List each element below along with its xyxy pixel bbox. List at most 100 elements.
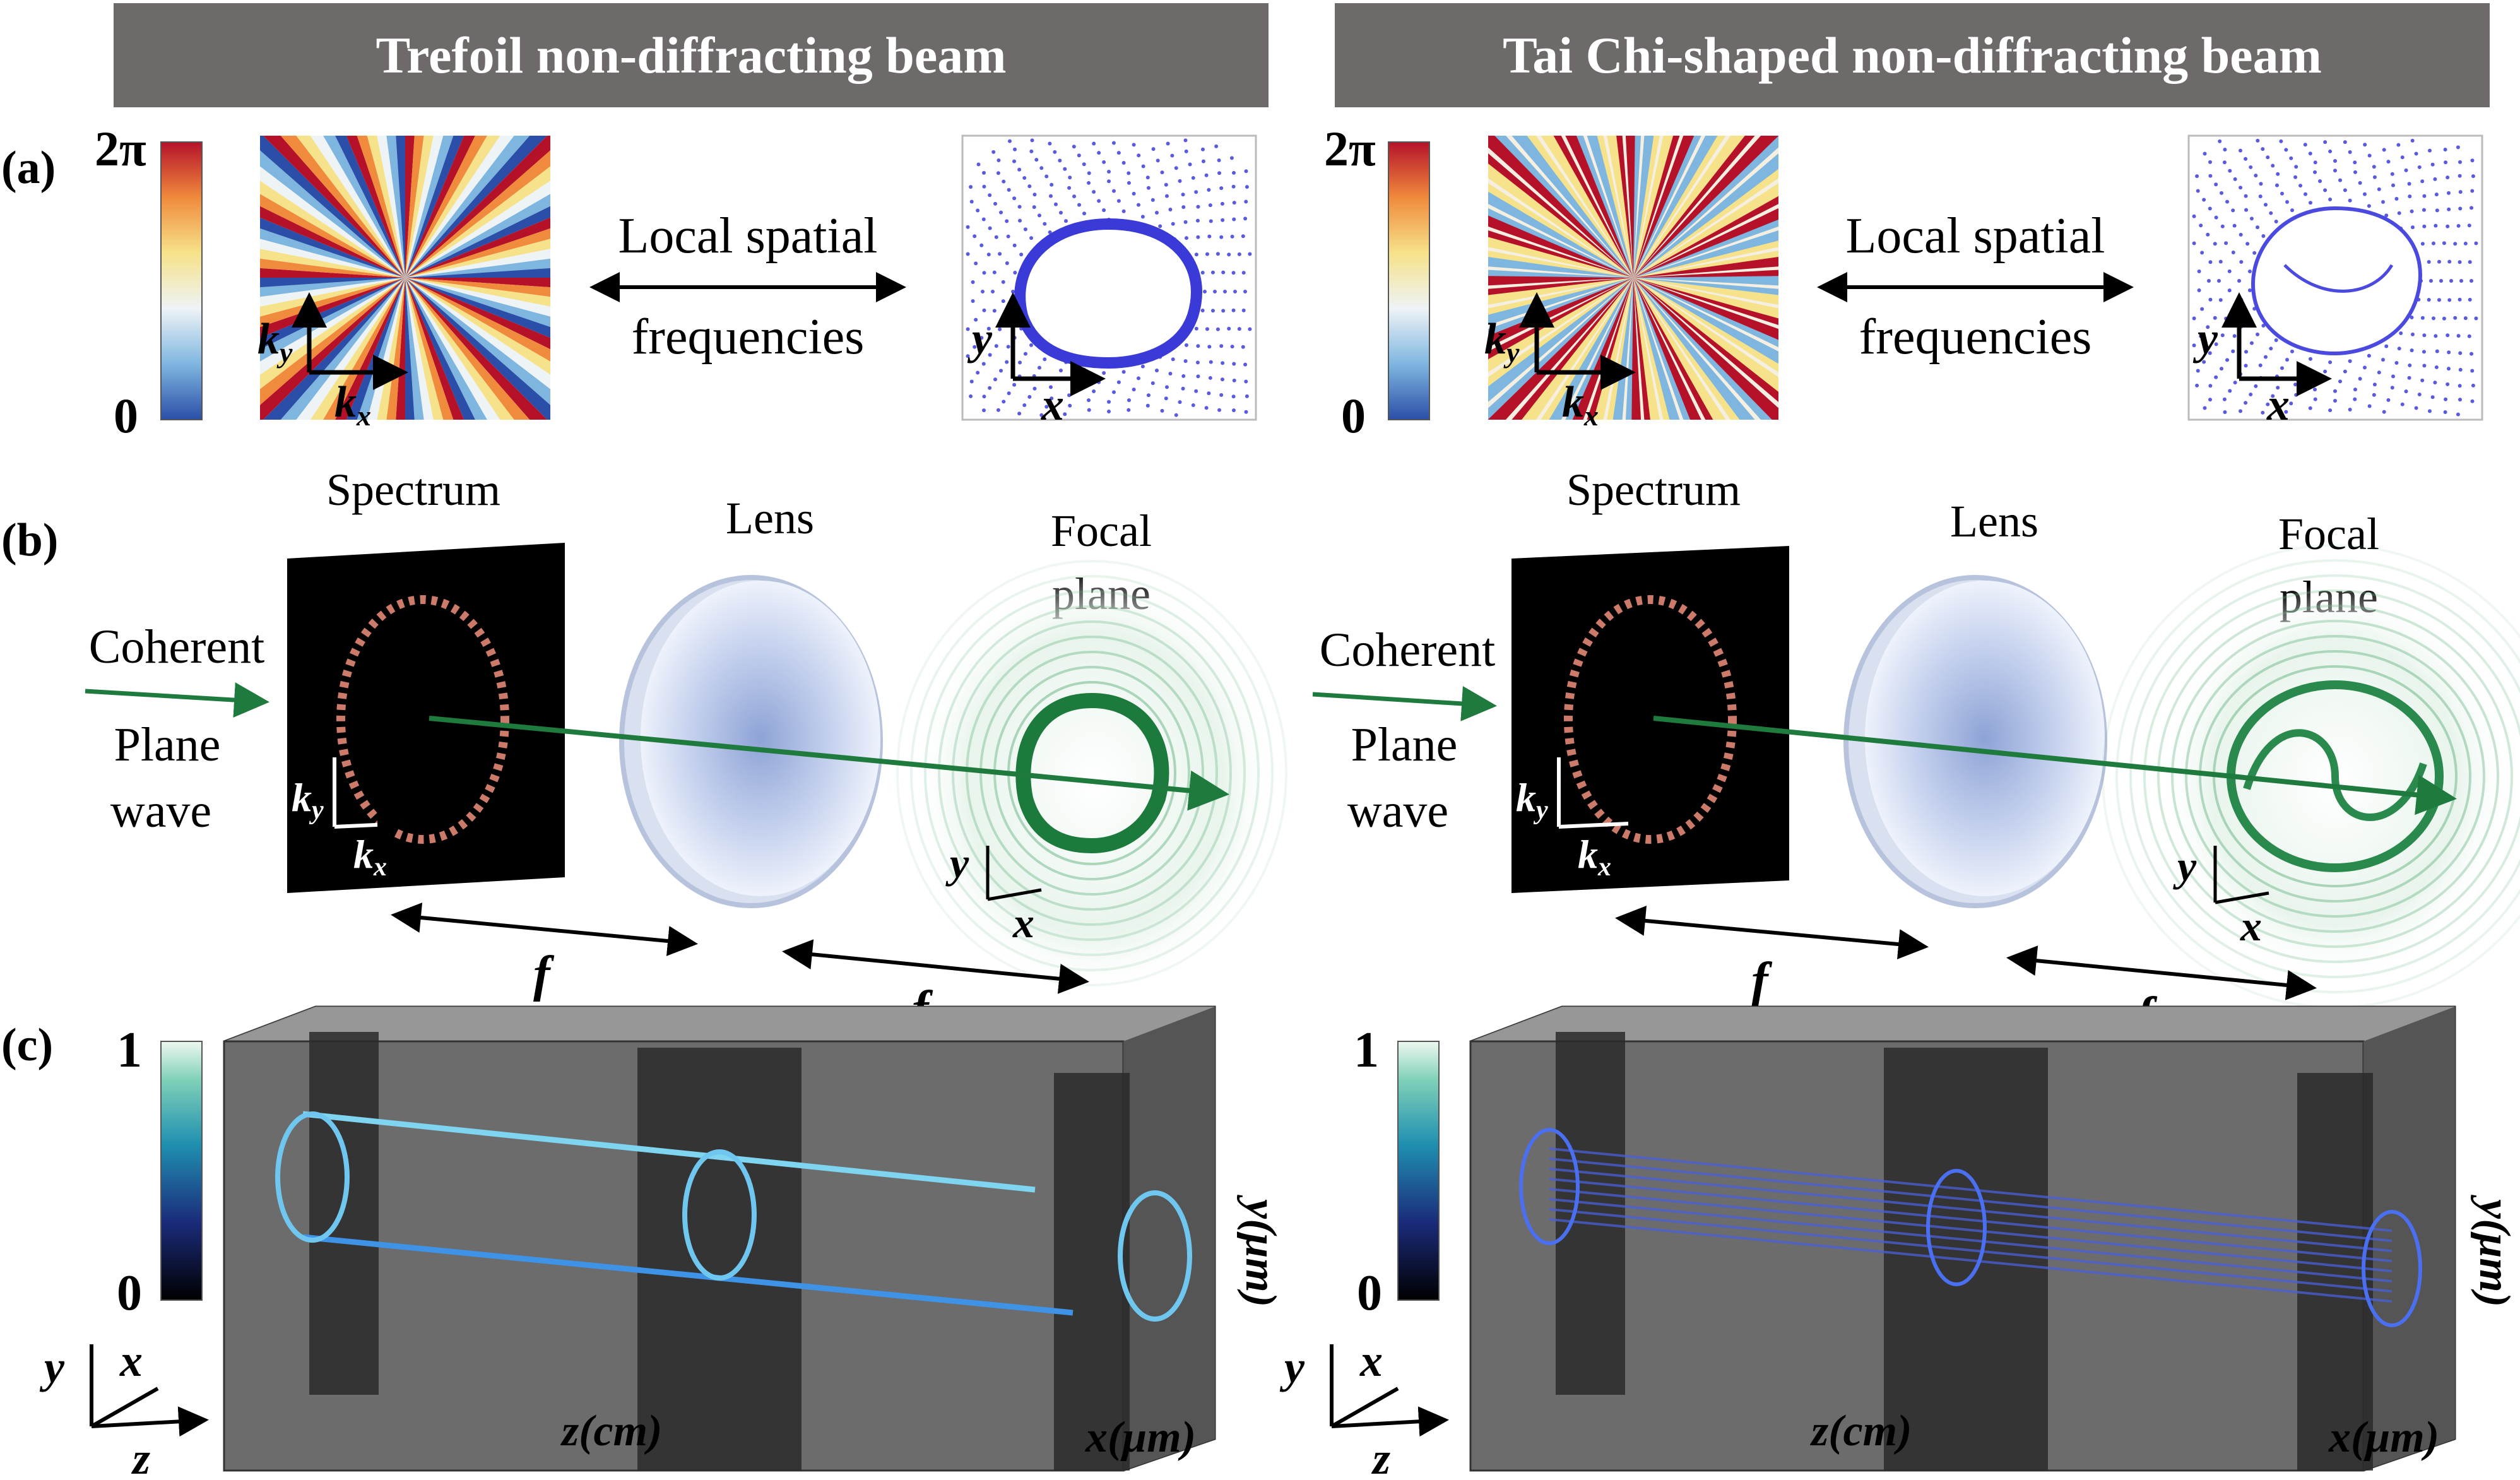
frequency-point [988, 386, 992, 390]
frequency-point [1032, 386, 1037, 391]
frequency-point [2290, 349, 2294, 353]
taichi-inner-curve [2283, 264, 2394, 293]
phase-spoke [1565, 136, 1633, 278]
y-axis-label: y [39, 1342, 65, 1392]
phase-spoke [405, 136, 424, 278]
frequency-point [1067, 186, 1072, 190]
frequency-point [2470, 279, 2473, 283]
focal-fringe [910, 575, 1274, 971]
phase-spoke [1625, 136, 1635, 278]
phase-spoke [260, 258, 405, 278]
frequency-point [2214, 182, 2218, 187]
frequency-point [973, 345, 977, 349]
frequency-point [1170, 153, 1174, 158]
focal-label-line1: Focal [1051, 506, 1152, 556]
frequency-point [1116, 199, 1121, 203]
z-cm-label: z(cm) [560, 1407, 662, 1455]
f-label-1: f [1751, 953, 1773, 1009]
frequency-point [2434, 334, 2438, 338]
frequency-point [2449, 279, 2453, 283]
frequency-point [1204, 173, 1209, 177]
spectrum-ring [1564, 595, 1737, 844]
input-beam-arrow [1312, 685, 1497, 721]
frequency-point [2239, 259, 2244, 264]
frequency-point [2208, 160, 2213, 164]
frequency-point [2420, 242, 2425, 246]
frequency-point [2247, 269, 2252, 274]
frequency-point [2420, 179, 2425, 184]
frequency-point [1208, 376, 1212, 380]
frequency-point [2443, 148, 2447, 152]
frequency-point [2233, 177, 2237, 181]
phase-spoke [377, 136, 405, 278]
phase-spoke [1488, 278, 1633, 420]
frequency-point [1184, 149, 1188, 153]
phase-spoke [1488, 276, 1633, 286]
frequency-point [1087, 408, 1091, 412]
frequency-point [2195, 383, 2199, 388]
frequency-point [2244, 350, 2249, 354]
phase-spoke [1633, 136, 1755, 278]
frequency-point [2192, 343, 2196, 348]
frequency-point [2279, 139, 2283, 143]
frequency-point [1012, 382, 1017, 387]
frequency-point [1007, 391, 1011, 396]
frequency-point [2381, 199, 2385, 204]
frequency-point [2353, 388, 2357, 392]
frequency-point [2259, 182, 2263, 186]
frequency-point [1064, 219, 1068, 223]
frequency-point [2372, 165, 2376, 169]
phase-map-right-axes: kx ky [1484, 292, 1636, 432]
frequency-point [1244, 379, 1248, 384]
slice-1 [309, 1032, 379, 1395]
frequency-point [1195, 218, 1200, 223]
phase-spoke [260, 136, 405, 278]
frequency-point [1127, 398, 1131, 403]
focal-fringe [2171, 620, 2499, 933]
propagation-box-left: z(cm) x(μm) y(μm) [223, 1005, 1285, 1472]
frequency-point [2261, 410, 2265, 415]
frequency-point [2390, 172, 2394, 176]
frequency-point [966, 252, 970, 256]
phase-spoke [1633, 256, 1778, 278]
frequency-point [2414, 406, 2418, 410]
frequency-point [2197, 269, 2201, 274]
frequency-point [2431, 241, 2435, 246]
intensity-colorbar-min: 0 [117, 1265, 142, 1321]
optical-setup-left: Coherent Plane wave Spectrum ky kx Lens … [85, 465, 1287, 1037]
frequency-point [2285, 199, 2289, 204]
frequency-point [1178, 179, 1182, 183]
frequency-point [1002, 179, 1006, 184]
phase-spoke [1572, 278, 1633, 420]
y-axis-label: y [1279, 1342, 1305, 1392]
frequency-point [1191, 175, 1195, 180]
frequency-point [2224, 316, 2228, 321]
x-um-label: x(μm) [1085, 1413, 1196, 1462]
frequency-point [981, 217, 986, 222]
axis-triad-left: y x z [39, 1335, 209, 1480]
frequency-point [1001, 280, 1005, 284]
phase-spoke [1633, 276, 1778, 286]
phase-colorbar-right: 2π 0 [1324, 121, 1430, 443]
taichi-phase-pattern [1488, 136, 1778, 420]
frequency-point [2470, 206, 2474, 210]
frequency-point [1072, 384, 1077, 389]
focal-fringe [924, 590, 1260, 956]
frequency-point [1217, 171, 1222, 175]
frequency-point [2470, 369, 2475, 373]
frequency-point [1151, 147, 1156, 151]
frequency-point [2200, 307, 2204, 311]
frequency-point [1221, 309, 1226, 313]
header-right-title: Tai Chi-shaped non-diffracting beam [1503, 27, 2322, 84]
frequency-point [1232, 362, 1236, 366]
frequency-point [999, 210, 1003, 215]
phase-spoke [260, 278, 405, 405]
frequency-point [2372, 175, 2377, 179]
frequency-point [1018, 360, 1022, 365]
intensity-colorbar-min: 0 [1357, 1265, 1382, 1321]
taichi-frequency-ring [2251, 206, 2422, 356]
phase-spoke [1633, 278, 1755, 420]
frequency-point [2206, 325, 2210, 329]
frequency-point [2417, 165, 2422, 169]
frequency-point [1244, 169, 1248, 174]
